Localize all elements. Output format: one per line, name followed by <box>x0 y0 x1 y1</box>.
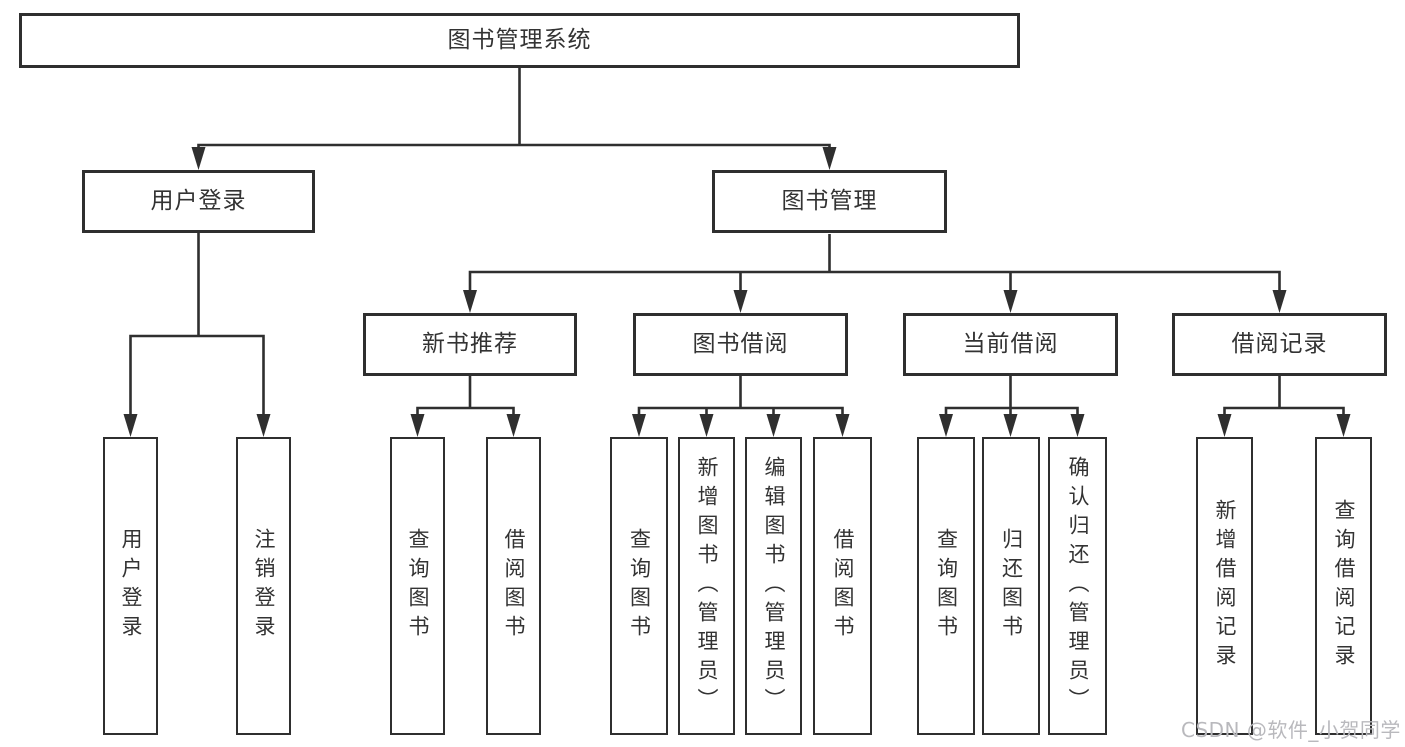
arrowheads-user-login-children <box>123 414 271 437</box>
arrowheads-module-children <box>410 414 1351 437</box>
leaf-bb-edit-books: 编辑图书（管理员） <box>745 437 802 735</box>
leaf-nb-borrow-books: 借阅图书 <box>486 437 541 735</box>
connector-root-to-level2 <box>197 68 831 150</box>
leaf-bb-add-books: 新增图书（管理员） <box>678 437 735 735</box>
node-user-login: 用户登录 <box>82 170 315 233</box>
arrowheads-modules <box>463 290 1287 313</box>
leaf-br-add-record: 新增借阅记录 <box>1196 437 1253 735</box>
module-current-borrow: 当前借阅 <box>903 313 1118 376</box>
leaf-logout: 注销登录 <box>236 437 291 735</box>
node-book-mgmt: 图书管理 <box>712 170 947 233</box>
leaf-cb-return-books: 归还图书 <box>982 437 1040 735</box>
module-book-borrow: 图书借阅 <box>633 313 848 376</box>
leaf-bb-query-books: 查询图书 <box>610 437 668 735</box>
module-new-book-recommend: 新书推荐 <box>363 313 577 376</box>
module-borrow-records: 借阅记录 <box>1172 313 1387 376</box>
csdn-watermark: CSDN @软件_小贺同学 <box>1181 718 1401 742</box>
arrowheads-level2 <box>191 147 837 170</box>
leaf-bb-borrow-books: 借阅图书 <box>813 437 872 735</box>
leaf-br-query-record: 查询借阅记录 <box>1315 437 1372 735</box>
leaf-user-login: 用户登录 <box>103 437 158 735</box>
node-root: 图书管理系统 <box>19 13 1020 68</box>
leaf-nb-query-books: 查询图书 <box>390 437 445 735</box>
leaf-cb-confirm-return: 确认归还（管理员） <box>1048 437 1107 735</box>
connector-user-login-children <box>129 233 265 416</box>
connector-module-children <box>416 376 1345 416</box>
connector-book-mgmt-to-modules <box>468 234 1281 292</box>
leaf-cb-query-books: 查询图书 <box>917 437 975 735</box>
